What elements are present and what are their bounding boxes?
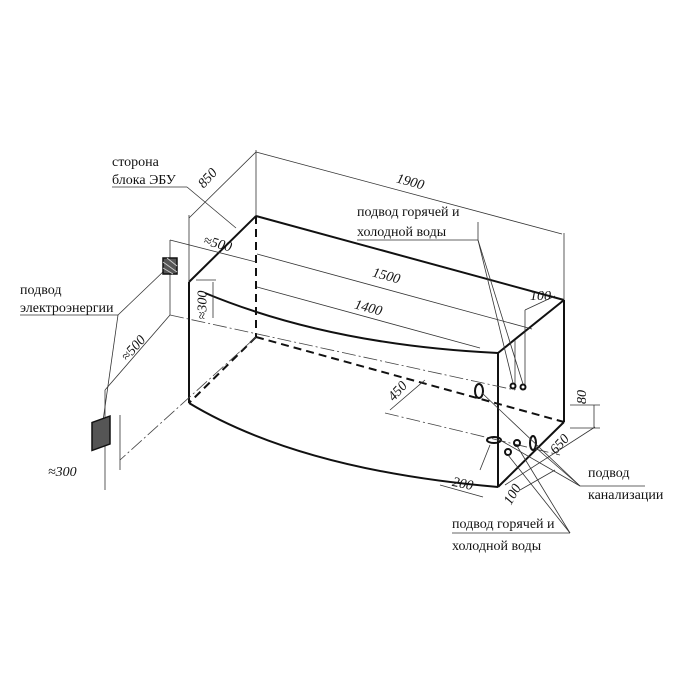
label-water-bottom-line1: подвод горячей и [452, 517, 555, 532]
leader-lines [20, 186, 645, 534]
drain-fitting [474, 383, 484, 399]
dim-approx-300-side: ≈300 [195, 290, 211, 320]
bathtub-outline [188, 215, 565, 488]
power-socket-icon [162, 257, 178, 275]
water-inlet-hot [509, 382, 517, 390]
dim-100-top: 100 [530, 289, 551, 304]
dim-80: 80 [575, 390, 590, 404]
label-water-top-line1: подвод горячей и [357, 205, 460, 220]
label-sewer-line2: канализации [588, 488, 664, 503]
overflow-fitting [486, 436, 502, 444]
fittings [474, 382, 537, 456]
dim-approx-300-bottom: ≈300 [48, 465, 77, 480]
label-ecu-side-line2: блока ЭБУ [112, 173, 176, 188]
label-water-top-line2: холодной воды [357, 225, 447, 240]
label-power-line1: подвод [20, 283, 62, 298]
power-socket-lower-icon [91, 414, 111, 452]
water-inlet-cold [519, 383, 527, 391]
label-water-bottom-line2: холодной воды [452, 539, 542, 554]
label-power-line2: электроэнергии [20, 301, 114, 316]
dimension-lines [104, 150, 600, 498]
label-ecu-side-line1: сторона [112, 155, 159, 170]
label-sewer-line1: подвод [588, 466, 630, 481]
